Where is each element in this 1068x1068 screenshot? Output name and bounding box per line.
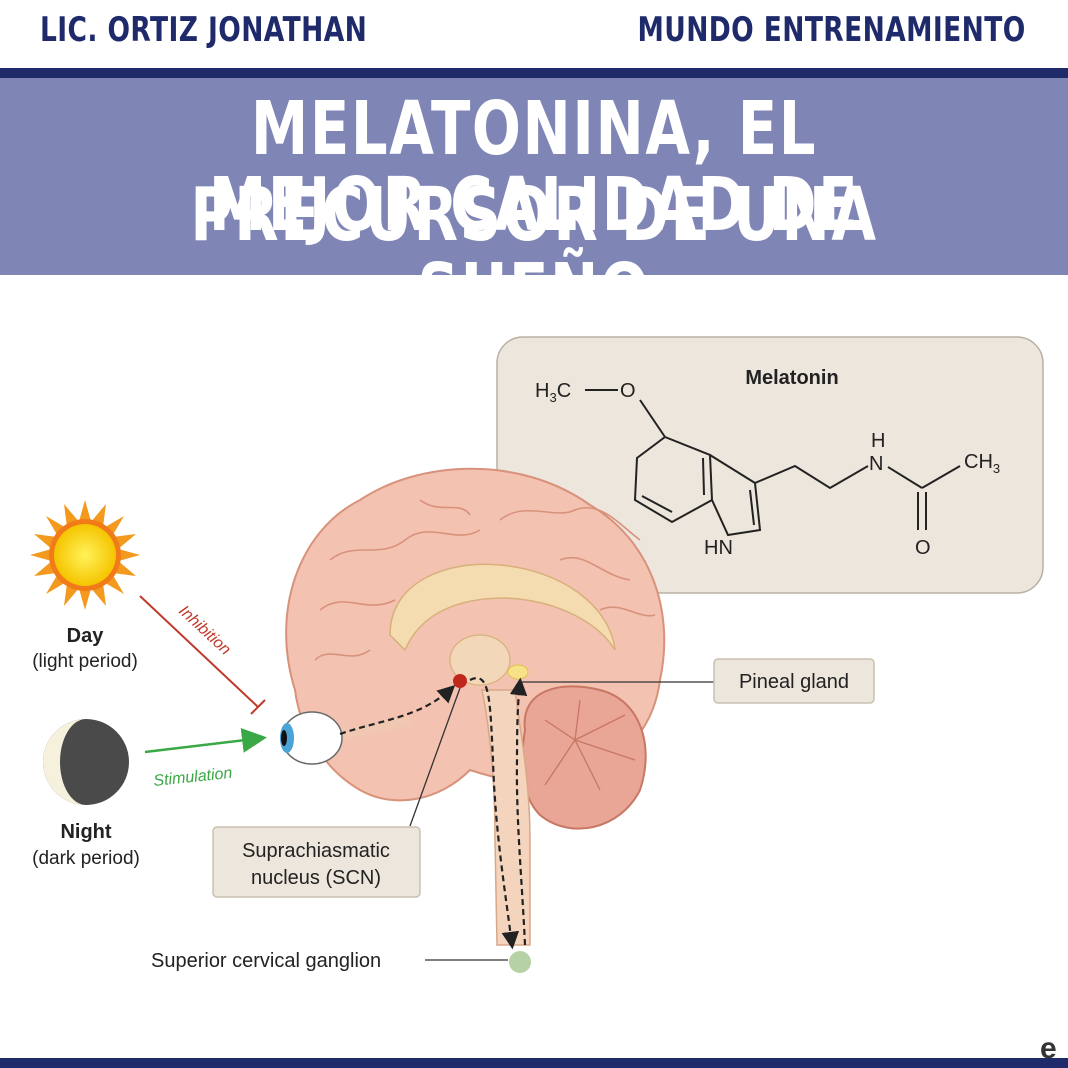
day-sublabel: (light period)	[32, 651, 138, 672]
scn-label-line-2: nucleus (SCN)	[251, 867, 381, 889]
page-title-line-2: MEJOR CALIDAD DE SUEÑO	[208, 162, 860, 334]
brain-illustration	[285, 467, 666, 946]
svg-text:H: H	[871, 430, 885, 452]
scn-label-line-1: Suprachiasmatic	[242, 840, 390, 862]
ganglion-label: Superior cervical ganglion	[151, 950, 381, 972]
melatonin-structure-box: Melatonin H3C O H N CH3 O HN	[496, 336, 1044, 594]
svg-text:O: O	[915, 537, 931, 559]
day-label: Day	[67, 625, 105, 647]
ganglion-marker	[509, 951, 531, 973]
pineal-gland-callout: Pineal gland	[713, 658, 875, 704]
sun-icon	[30, 500, 140, 610]
night-label: Night	[60, 821, 111, 843]
stimulation-label: Stimulation	[153, 765, 234, 790]
svg-text:CH3: CH3	[964, 451, 1000, 476]
author-name: LIC. ORTIZ JONATHAN	[40, 10, 368, 50]
svg-text:N: N	[869, 453, 883, 475]
top-rule	[0, 68, 1068, 78]
inhibition-label: Inhibition	[175, 602, 234, 658]
melatonin-diagram: Melatonin H3C O H N CH3 O HN	[30, 336, 1057, 1058]
title-banner	[0, 78, 1068, 275]
svg-text:H3C: H3C	[535, 380, 571, 405]
eye-icon	[280, 711, 412, 765]
inhibition-line	[139, 595, 259, 708]
bottom-rule	[0, 1058, 1068, 1068]
svg-text:HN: HN	[704, 537, 733, 559]
svg-text:O: O	[620, 380, 636, 402]
moon-icon	[43, 719, 129, 805]
page-title-line-1: MELATONINA, EL PRECURSOR DE UNA	[190, 86, 878, 258]
top-bar: LIC. ORTIZ JONATHAN MUNDO ENTRENAMIENTO	[0, 0, 1068, 68]
corner-watermark: e	[1040, 1032, 1057, 1058]
brand-name: MUNDO ENTRENAMIENTO	[637, 10, 1026, 50]
pineal-gland-label: Pineal gland	[739, 671, 849, 693]
scn-callout: Suprachiasmatic nucleus (SCN)	[212, 826, 421, 898]
night-sublabel: (dark period)	[32, 848, 140, 869]
stimulation-arrow	[144, 727, 267, 754]
molecule-name: Melatonin	[745, 367, 838, 389]
